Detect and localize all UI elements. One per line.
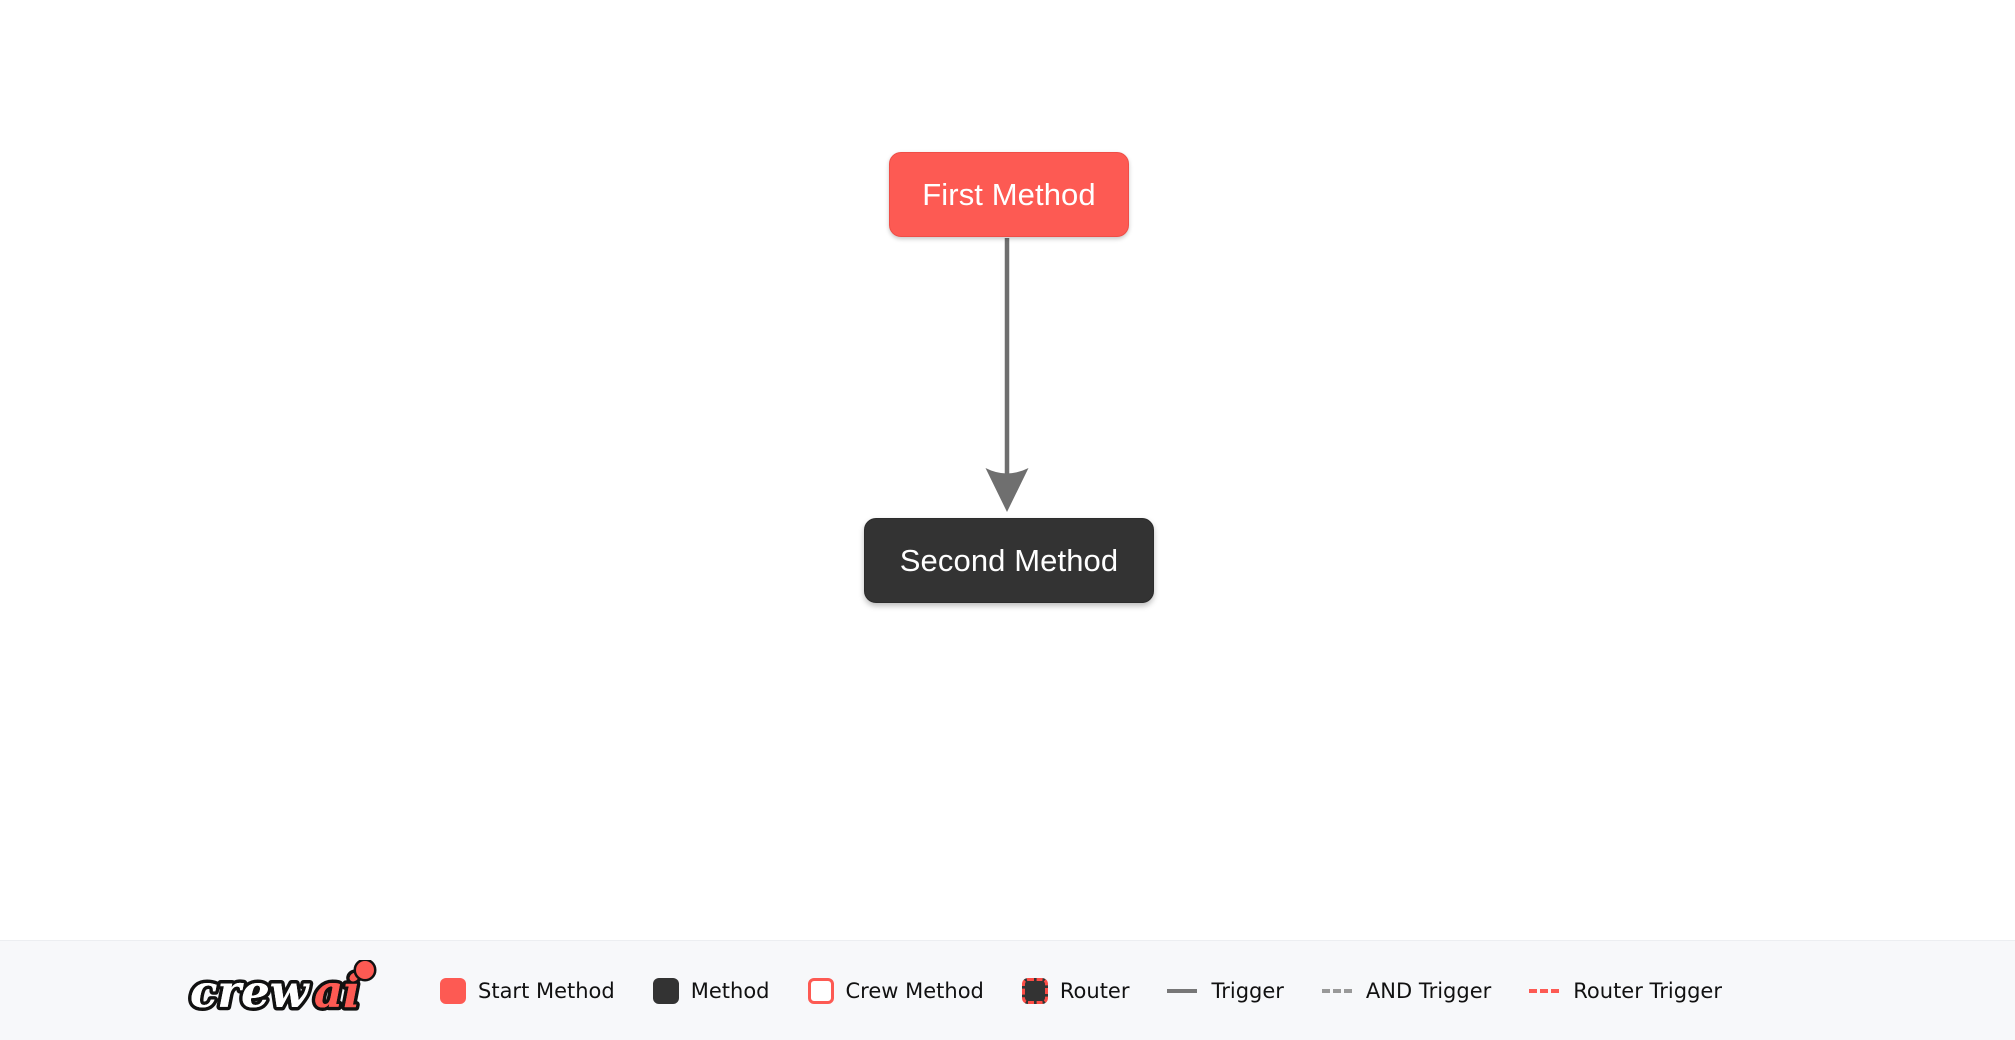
and-trigger-line-icon <box>1321 988 1352 993</box>
legend-item-label: Crew Method <box>845 978 984 1003</box>
edge-first-to-second <box>985 238 1029 512</box>
start-method-swatch-icon <box>440 977 466 1004</box>
legend-item-label: Router <box>1059 978 1130 1003</box>
legend-item-crew-method[interactable]: Crew Method <box>807 977 984 1004</box>
trigger-line-icon <box>1167 988 1198 993</box>
router-trigger-line-icon <box>1529 988 1560 993</box>
legend-bar: crew crew ai ai Start Method Method Crew… <box>0 940 2015 1040</box>
flow-node-label: Second Method <box>899 542 1119 578</box>
flow-node-label: First Method <box>922 176 1096 212</box>
legend-item-trigger[interactable]: Trigger <box>1167 978 1284 1003</box>
legend-item-router-trigger[interactable]: Router Trigger <box>1529 979 1722 1003</box>
legend-item-label: Start Method <box>478 978 615 1003</box>
crew-method-swatch-icon <box>807 977 834 1004</box>
flow-node-first-method[interactable]: First Method <box>889 152 1129 237</box>
legend-item-method[interactable]: Method <box>652 977 770 1004</box>
legend-item-list: Start Method Method Crew Method Router T… <box>440 977 1722 1004</box>
legend-item-router[interactable]: Router <box>1021 977 1130 1004</box>
legend-item-and-trigger[interactable]: AND Trigger <box>1321 978 1492 1003</box>
legend-item-label: Method <box>690 978 770 1003</box>
flow-node-second-method[interactable]: Second Method <box>864 518 1154 603</box>
crewai-logo-crew-fill: crew <box>190 965 311 1018</box>
flow-canvas[interactable]: First Method Second Method <box>0 0 2015 940</box>
method-swatch-icon <box>652 977 679 1004</box>
legend-item-label: Trigger <box>1211 978 1284 1003</box>
crewai-logo: crew crew ai ai <box>187 959 377 1021</box>
crewai-logo-crew-text: crew <box>190 965 311 1018</box>
edge-layer <box>985 238 1029 512</box>
router-swatch-icon <box>1021 977 1048 1004</box>
legend-item-label: AND Trigger <box>1365 978 1492 1003</box>
legend-item-start-method[interactable]: Start Method <box>440 977 615 1004</box>
edge-arrowhead <box>985 468 1029 512</box>
legend-item-label: Router Trigger <box>1573 978 1722 1003</box>
crewai-logo-ai-fill: ai <box>314 965 360 1018</box>
crewai-logo-dot <box>353 959 377 981</box>
